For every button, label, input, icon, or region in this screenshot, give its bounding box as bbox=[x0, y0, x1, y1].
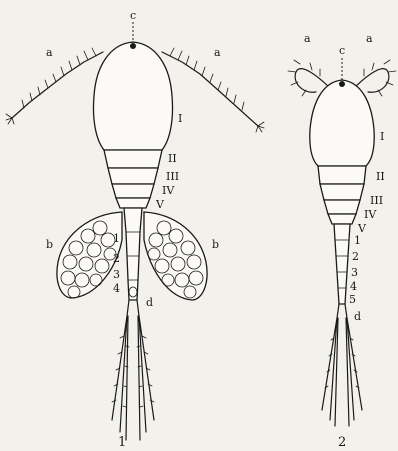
cephalothorax-1 bbox=[93, 42, 172, 150]
label-a-left-2: a bbox=[304, 32, 311, 45]
thorax-segment-4-2 bbox=[324, 200, 360, 214]
abdomen-2 bbox=[334, 224, 350, 304]
egg-sac-right-1 bbox=[144, 212, 207, 300]
thorax-segment-2-2 bbox=[318, 166, 366, 184]
label-d-2: d bbox=[354, 310, 361, 323]
antenna-left-1 bbox=[6, 48, 103, 124]
caudal-setae-1 bbox=[112, 300, 154, 440]
eye-2 bbox=[339, 81, 345, 87]
thorax-label-1-III: III bbox=[166, 170, 179, 183]
eye-1 bbox=[130, 43, 136, 49]
thorax-segment-5-2 bbox=[328, 214, 356, 224]
abdomen-label-1-2: 2 bbox=[113, 252, 120, 265]
thorax-label-1-V: V bbox=[155, 198, 165, 211]
specimen-2 bbox=[288, 58, 396, 426]
abdomen-label-2-5: 5 bbox=[349, 293, 356, 306]
cephalothorax-2 bbox=[310, 80, 374, 166]
caption-2: 2 bbox=[338, 435, 346, 450]
label-a-right-1: a bbox=[214, 46, 221, 59]
thorax-label-2-I: I bbox=[380, 130, 384, 143]
abdomen-label-1-3: 3 bbox=[113, 268, 120, 281]
abdomen-label-1-4: 4 bbox=[113, 282, 120, 295]
abdomen-label-2-3: 3 bbox=[351, 266, 358, 279]
thorax-label-2-II: II bbox=[376, 170, 385, 183]
label-c-2: c bbox=[339, 44, 345, 57]
label-b-right-1: b bbox=[212, 238, 219, 251]
label-d-1: d bbox=[146, 296, 153, 309]
thorax-segment-4-1 bbox=[112, 184, 154, 198]
thorax-segment-3-2 bbox=[320, 184, 364, 200]
label-b-left-1: b bbox=[46, 238, 53, 251]
label-c-1: c bbox=[130, 9, 136, 22]
thorax-label-2-IV: IV bbox=[364, 208, 377, 221]
label-a-left-1: a bbox=[46, 46, 53, 59]
thorax-segment-3-1 bbox=[108, 168, 158, 184]
abdomen-label-1-1: 1 bbox=[113, 232, 120, 245]
thorax-segment-5-1 bbox=[116, 198, 150, 208]
thorax-label-1-II: II bbox=[168, 152, 177, 165]
thorax-label-2-III: III bbox=[370, 194, 383, 207]
abdomen-label-2-1: 1 bbox=[354, 234, 361, 247]
thorax-label-1-I: I bbox=[178, 112, 182, 125]
abdomen-label-2-2: 2 bbox=[352, 250, 359, 263]
thorax-label-1-IV: IV bbox=[162, 184, 175, 197]
thorax-segment-2-1 bbox=[104, 150, 162, 168]
abdomen-label-2-4: 4 bbox=[350, 280, 357, 293]
abdomen-1 bbox=[124, 208, 142, 300]
caption-1: 1 bbox=[118, 435, 126, 450]
specimen-1 bbox=[6, 22, 264, 440]
label-a-right-2: a bbox=[366, 32, 373, 45]
